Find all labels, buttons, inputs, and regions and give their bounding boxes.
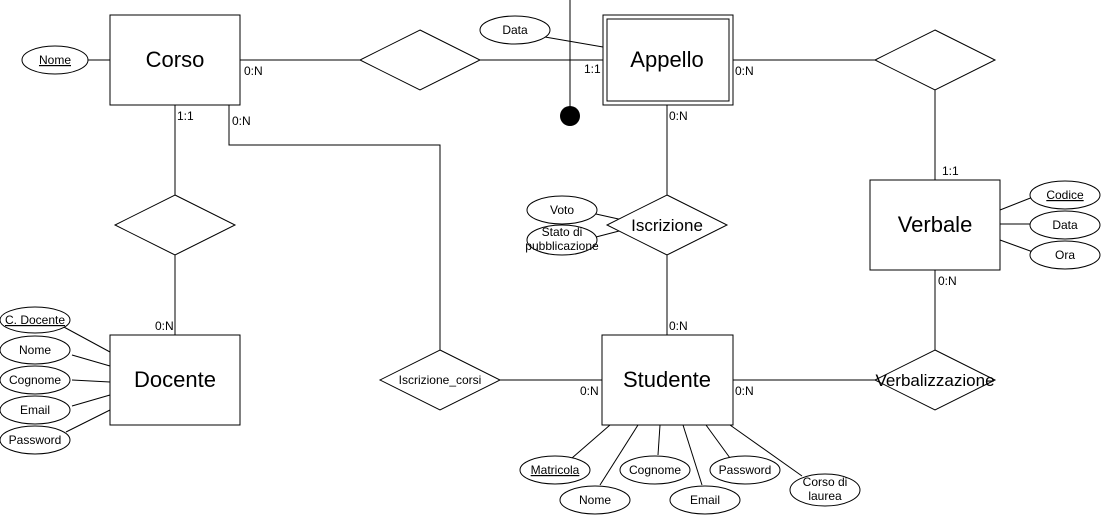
rel-corso-appello (358, 29, 482, 91)
relationships: Iscrizione Iscrizione_corsi Verbalizzazi… (113, 29, 997, 411)
attr-docente-codice-label: C. Docente (5, 313, 65, 327)
conn-studente-corso-laurea (729, 424, 803, 477)
attr-docente-nome (0, 335, 71, 365)
attr-studente-corso-laurea-label-2: laurea (808, 489, 842, 503)
attr-studente-nome (559, 485, 631, 515)
conn-studente-cognome (657, 424, 661, 456)
attr-studente-corso-laurea-label-1: Corso di (803, 475, 848, 489)
attr-studente-nome-label: Nome (579, 493, 611, 507)
attr-iscrizione-stato-label-2: pubblicazione (525, 239, 599, 253)
conn-docente-password (65, 409, 111, 433)
card-corso-studente-corso: 0:N (232, 114, 251, 128)
attr-iscrizione-voto-label: Voto (550, 203, 574, 217)
attr-verbale-ora-label: Ora (1055, 248, 1075, 262)
card-studente-verbale-studente: 0:N (735, 384, 754, 398)
conn-docente-email (71, 394, 111, 407)
rel-iscrizione-label: Iscrizione (631, 216, 703, 235)
entity-corso-label: Corso (146, 47, 205, 72)
rel-iscrizione (605, 194, 729, 256)
conn-studente-password (705, 424, 731, 459)
card-appello-studente-appello: 0:N (669, 109, 688, 123)
attr-studente-cognome-label: Cognome (629, 463, 681, 477)
identifier-dot (560, 106, 580, 126)
attr-appello-data (479, 15, 551, 45)
card-appello-studente-studente: 0:N (669, 319, 688, 333)
attributes: Nome Data Voto Stato di pubblicazione Co… (0, 15, 1101, 515)
conn-appello-data (544, 36, 604, 48)
conn-docente-nome (71, 354, 111, 367)
rel-corso-docente (113, 194, 237, 256)
rel-iscrizione-corsi (378, 349, 502, 411)
card-corso-docente-corso: 1:1 (177, 109, 194, 123)
attr-docente-email-label: Email (20, 403, 50, 417)
rel-verbalizzazione-label: Verbalizzazione (875, 371, 994, 390)
card-studente-verbale-verbale: 0:N (938, 274, 957, 288)
rel-appello-verbale (873, 29, 997, 91)
card-corso-docente-docente: 0:N (155, 319, 174, 333)
attr-appello-data-label: Data (502, 23, 528, 37)
conn-studente-nome (599, 424, 639, 486)
card-appello-verbale-verbale: 1:1 (942, 164, 959, 178)
rel-verbalizzazione (873, 349, 997, 411)
attr-docente-email (0, 395, 71, 425)
attr-docente-cognome (0, 365, 71, 395)
attr-studente-matricola (519, 455, 591, 485)
conn-docente-codice (61, 325, 111, 353)
attr-studente-password-label: Password (719, 463, 772, 477)
conn-studente-matricola (571, 424, 611, 459)
attr-docente-cognome-label: Cognome (9, 373, 61, 387)
entity-docente-label: Docente (134, 367, 216, 392)
attr-verbale-codice-label: Codice (1046, 188, 1084, 202)
cardinalities: 0:N 1:1 0:N 1:1 1:1 0:N 0:N 0:N 0:N 0:N … (155, 62, 959, 398)
conn-studente-email (682, 424, 703, 486)
entity-verbale-label: Verbale (898, 212, 973, 237)
attr-studente-email-label: Email (690, 493, 720, 507)
attr-corso-nome (21, 45, 89, 75)
attr-iscrizione-stato (526, 224, 598, 256)
attr-iscrizione-voto (526, 195, 598, 225)
attr-studente-corso-laurea (789, 473, 861, 507)
card-corso-appello-corso: 0:N (244, 64, 263, 78)
entity-docente (109, 334, 241, 426)
attr-verbale-data (1029, 210, 1101, 240)
card-corso-appello-appello: 1:1 (584, 62, 601, 76)
attr-docente-password (0, 425, 71, 455)
entity-verbale (869, 179, 1001, 271)
attr-iscrizione-stato-label-1: Stato di (542, 225, 583, 239)
entities: Corso Appello Verbale Docente Studente (109, 14, 1001, 426)
rel-iscrizione-corsi-label: Iscrizione_corsi (399, 373, 482, 387)
conn-docente-cognome (71, 379, 111, 383)
attr-docente-nome-label: Nome (19, 343, 51, 357)
attr-verbale-codice (1029, 180, 1101, 210)
connection-lines (61, 0, 1034, 486)
entity-studente-label: Studente (623, 367, 711, 392)
conn-verbale-codice (999, 196, 1034, 211)
attr-verbale-ora (1029, 240, 1101, 270)
line-corso-iscrizione-corsi (228, 105, 441, 350)
attr-studente-password (709, 455, 781, 485)
card-appello-verbale-appello: 0:N (735, 64, 754, 78)
card-corso-studente-studente: 0:N (580, 384, 599, 398)
conn-verbale-ora (999, 239, 1034, 253)
attr-verbale-data-label: Data (1052, 218, 1078, 232)
attr-docente-password-label: Password (9, 433, 62, 447)
entity-appello-inner-border (606, 18, 730, 102)
entity-corso (109, 14, 241, 106)
entity-studente (601, 334, 734, 426)
attr-studente-matricola-label: Matricola (531, 463, 580, 477)
entity-appello-label: Appello (630, 47, 703, 72)
attr-docente-codice (0, 306, 71, 334)
attr-studente-email (669, 485, 741, 515)
attr-corso-nome-label: Nome (39, 53, 71, 67)
attr-studente-cognome (619, 455, 691, 485)
